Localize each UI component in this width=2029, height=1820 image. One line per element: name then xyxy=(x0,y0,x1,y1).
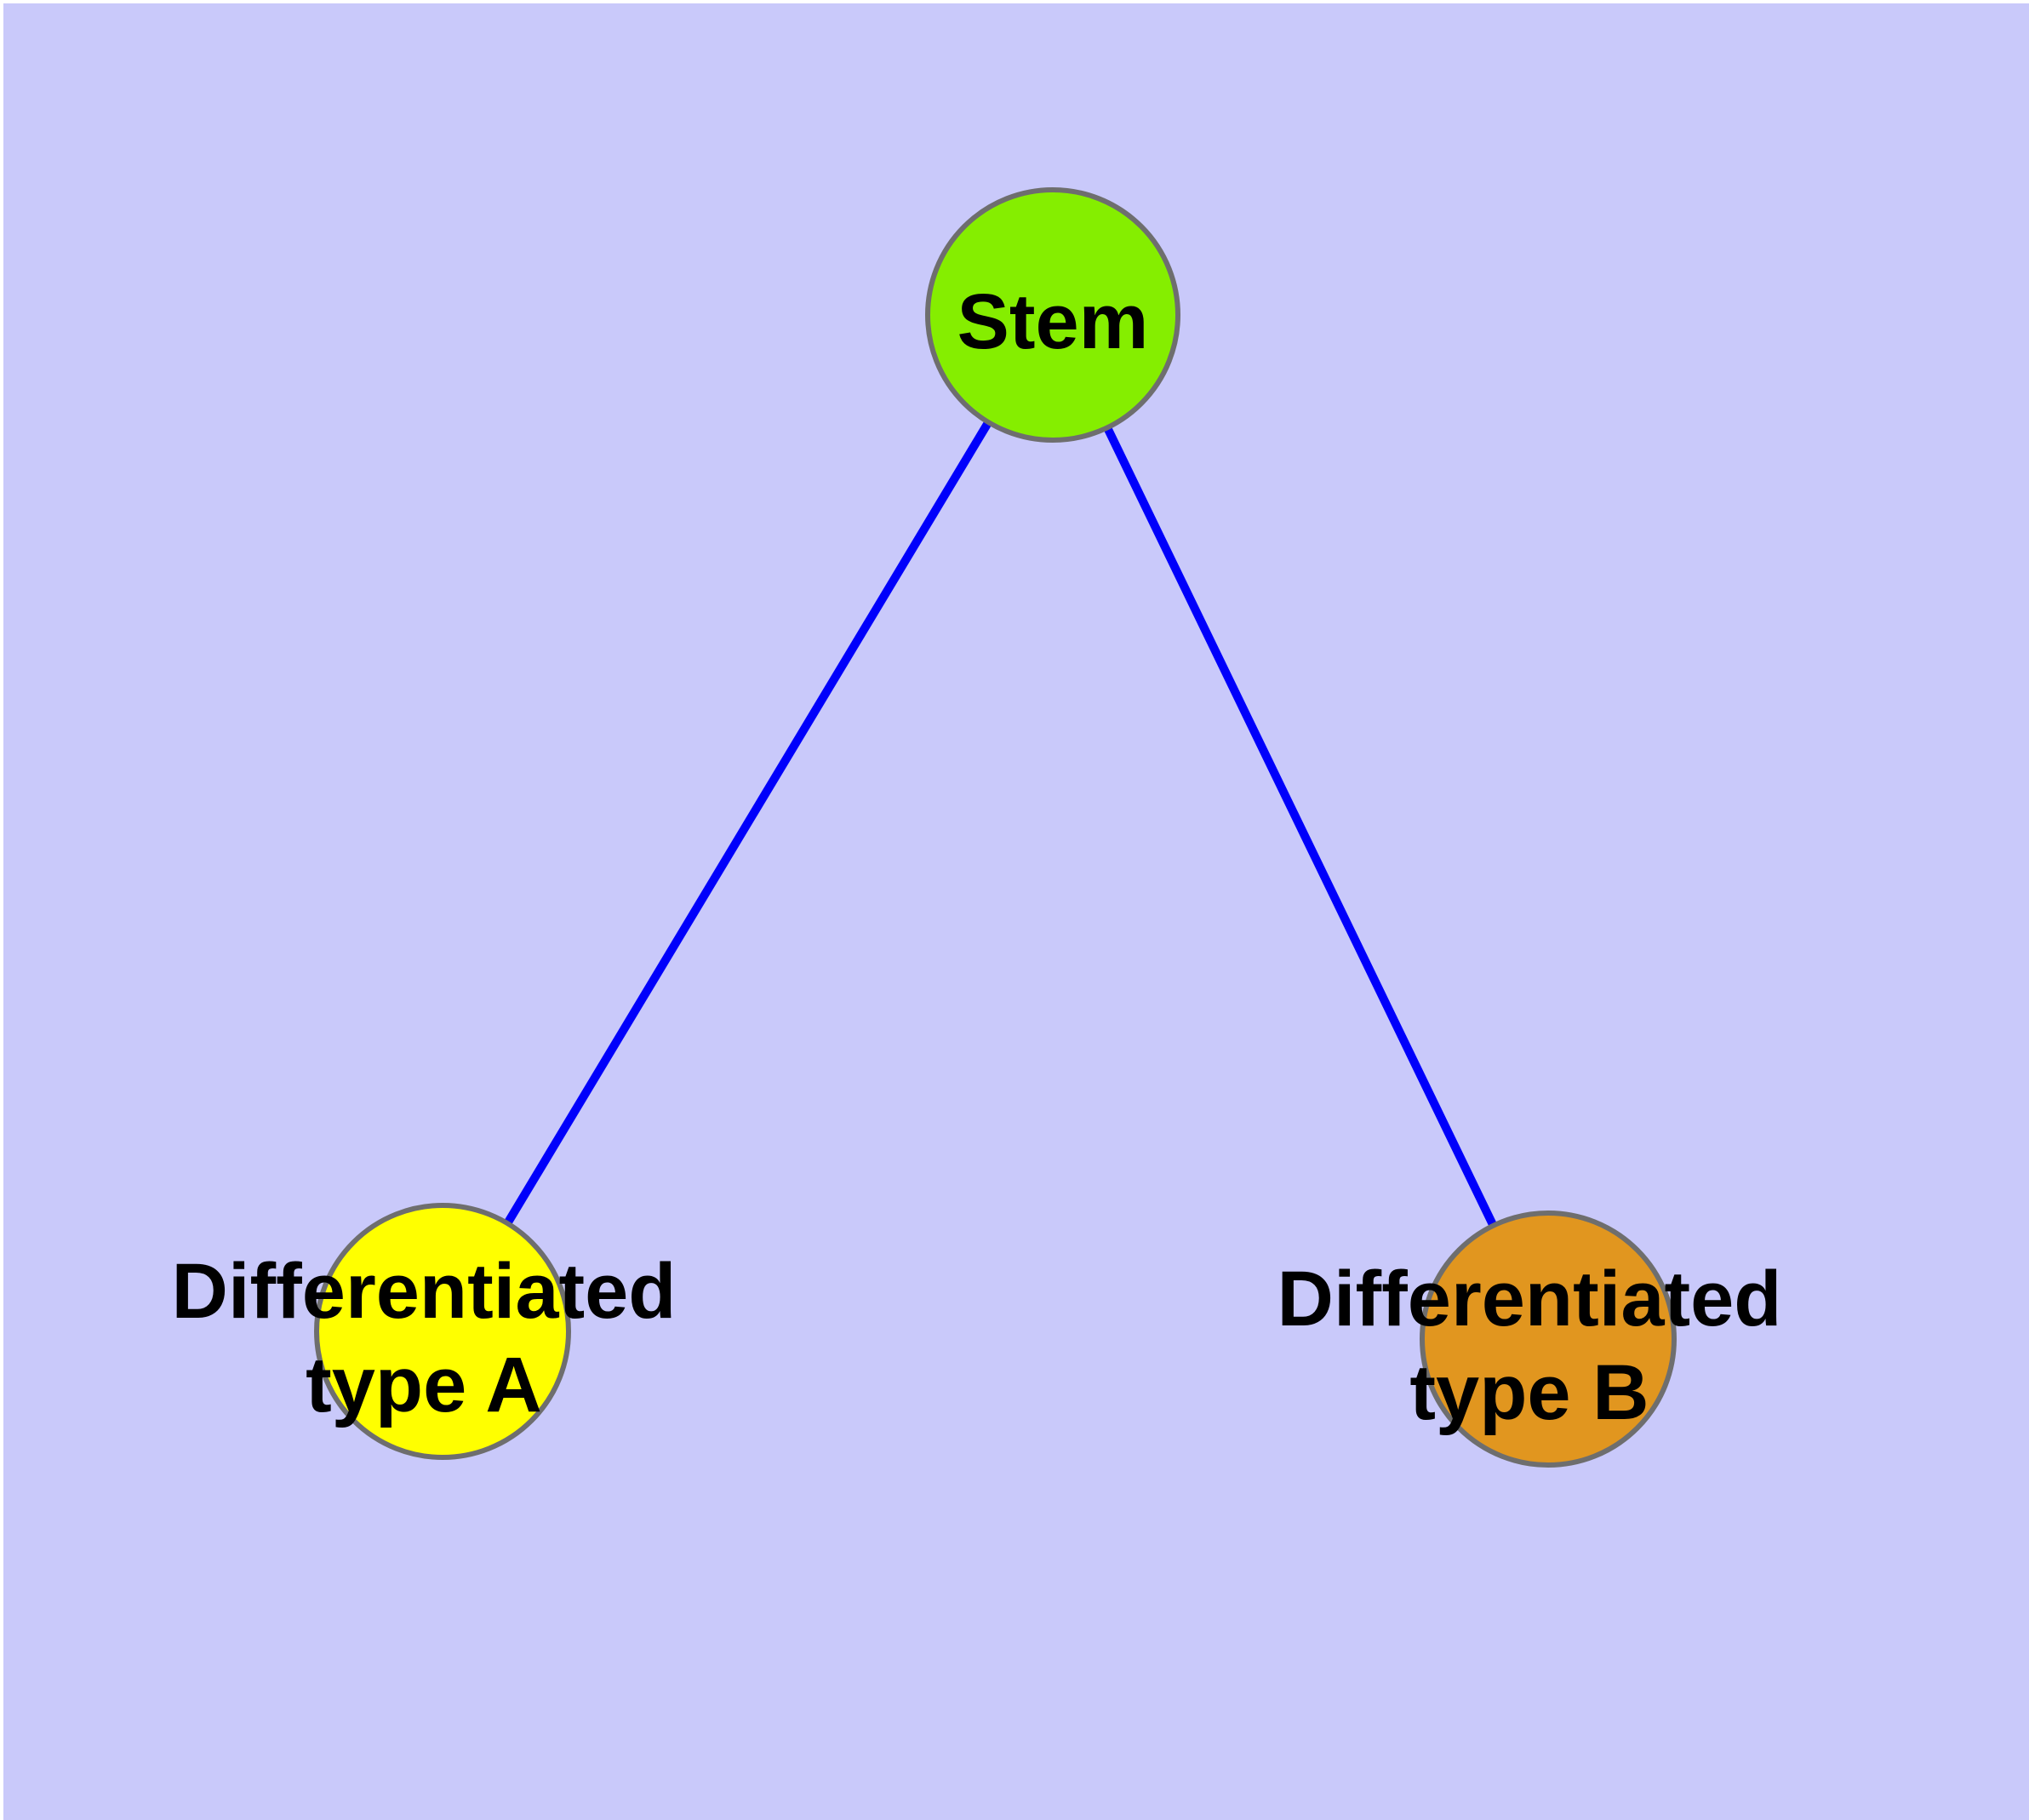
node-label-stem-line: Stem xyxy=(957,278,1149,365)
edge-stem-to-type-b xyxy=(1049,312,1552,1342)
node-differentiated-type-a-circle xyxy=(314,1203,571,1460)
node-label-differentiated-type-b: Differentiated type B xyxy=(1277,1252,1782,1439)
node-label-type-a-line-1: Differentiated xyxy=(171,1248,677,1335)
node-stem-circle xyxy=(925,187,1180,443)
edge-stem-to-type-a xyxy=(438,312,1057,1334)
node-differentiated-type-b-circle xyxy=(1420,1210,1677,1468)
node-label-differentiated-type-a: Differentiated type A xyxy=(172,1245,677,1432)
node-label-type-b-line-1: Differentiated xyxy=(1277,1256,1782,1342)
node-label-type-a-line-2: type A xyxy=(306,1342,542,1428)
node-label-stem: Stem xyxy=(957,275,1149,369)
node-label-type-b-line-2: type B xyxy=(1409,1349,1649,1436)
